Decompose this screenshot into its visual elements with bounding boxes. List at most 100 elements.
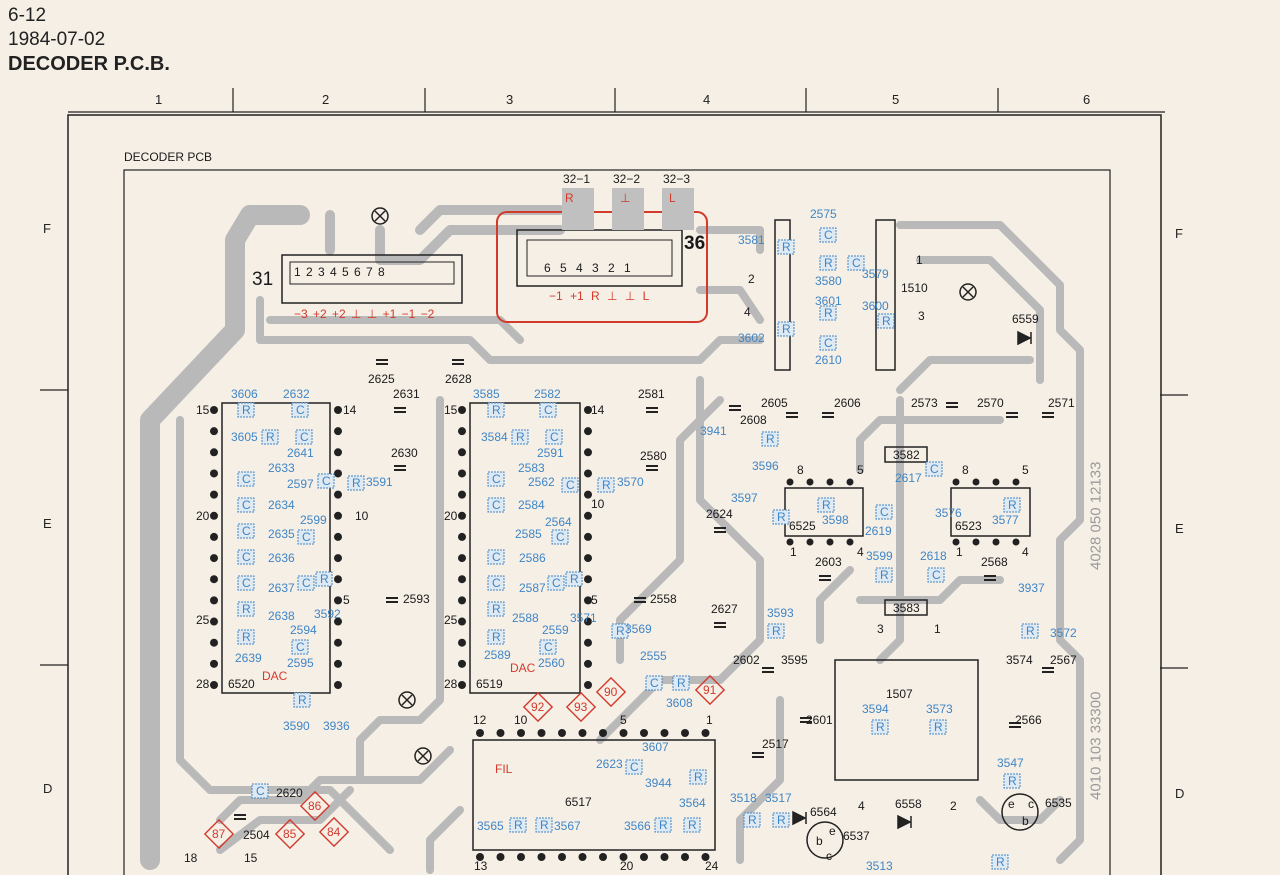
component-label: 3517 bbox=[765, 791, 792, 805]
ic-pin bbox=[334, 554, 342, 563]
component-label: 4 bbox=[858, 799, 865, 813]
mounting-hole-icon bbox=[398, 691, 416, 709]
ic-pin bbox=[334, 448, 342, 457]
ic-pin bbox=[619, 729, 628, 737]
component-label: 3607 bbox=[642, 740, 669, 754]
test-point-marker bbox=[694, 674, 726, 706]
component-label: 3583 bbox=[893, 601, 920, 615]
component-label: 15 bbox=[444, 403, 458, 417]
ic-pin bbox=[972, 478, 980, 486]
test-point-marker bbox=[565, 691, 597, 723]
component-label: 2589 bbox=[484, 648, 511, 662]
connector-36-pins: 6 5 4 3 2 1 bbox=[544, 261, 631, 275]
component-label: 5 bbox=[1022, 463, 1029, 477]
connector-31-signals: −3 +2 +2 ⊥ ⊥ +1 −1 −2 bbox=[294, 307, 435, 321]
component-label: 25 bbox=[444, 613, 458, 627]
capacitor-symbol bbox=[237, 523, 255, 539]
resistor-symbol bbox=[817, 497, 835, 513]
ic-pin bbox=[210, 469, 218, 478]
component-label: 12 bbox=[473, 713, 487, 727]
component-label: 2610 bbox=[815, 353, 842, 367]
ic-6519 bbox=[469, 402, 581, 694]
resistor-symbol bbox=[237, 629, 255, 645]
document-title: DECODER P.C.B. bbox=[8, 53, 170, 75]
resistor-symbol bbox=[487, 629, 505, 645]
ic-pin bbox=[952, 478, 960, 486]
component-label: 1 bbox=[790, 545, 797, 559]
symbol-letter: R bbox=[777, 510, 786, 524]
component-label: 10 bbox=[591, 497, 605, 511]
component-label: 3600 bbox=[862, 299, 889, 313]
test-point-label: 92 bbox=[531, 700, 545, 714]
capacitor-icon bbox=[234, 814, 246, 820]
connector-36-ref: 36 bbox=[684, 233, 705, 254]
component-label: 2584 bbox=[518, 498, 545, 512]
component-label: 3573 bbox=[926, 702, 953, 716]
component-label: 6537 bbox=[843, 829, 870, 843]
component-label: 2608 bbox=[740, 413, 767, 427]
mounting-hole-cross bbox=[401, 694, 413, 706]
component-label: 2560 bbox=[538, 656, 565, 670]
capacitor-icon bbox=[800, 717, 812, 723]
column-6: 6 bbox=[1083, 92, 1090, 107]
connector-36: 36 6 5 4 3 2 1 −1 +1 R ⊥ ⊥ L bbox=[516, 229, 705, 303]
ic-pin bbox=[458, 469, 466, 478]
symbol-letter: C bbox=[492, 550, 501, 564]
ic-pin bbox=[1012, 478, 1020, 486]
symbol-letter: C bbox=[492, 498, 501, 512]
component-label: 2566 bbox=[1015, 713, 1042, 727]
ic-pin bbox=[1012, 538, 1020, 546]
capacitor-symbol bbox=[561, 477, 579, 493]
symbol-letter: C bbox=[242, 498, 251, 512]
ic-pin bbox=[599, 853, 607, 861]
component-label: 2586 bbox=[519, 551, 546, 565]
row-f-left: F bbox=[43, 221, 51, 236]
symbol-letter: R bbox=[492, 602, 501, 616]
symbol-letter: R bbox=[492, 630, 501, 644]
symbol-letter: C bbox=[650, 676, 659, 690]
test-point-label: DAC bbox=[262, 669, 288, 683]
symbol-letter: R bbox=[782, 322, 791, 336]
capacitor-symbol bbox=[551, 529, 569, 545]
ic-pin bbox=[458, 681, 466, 689]
mounting-hole-icon bbox=[371, 207, 389, 225]
ic-pin bbox=[458, 554, 466, 563]
component-label: 2581 bbox=[638, 387, 665, 401]
component-label: 3518 bbox=[730, 791, 757, 805]
component-label: 2633 bbox=[268, 461, 295, 475]
component-label: 2625 bbox=[368, 372, 395, 386]
component-label: 6559 bbox=[1012, 312, 1039, 326]
resistor-symbol bbox=[772, 812, 790, 828]
board-code-lower: 4010 103 33300 bbox=[1088, 692, 1105, 800]
component-label: e bbox=[829, 824, 836, 838]
ic-pin bbox=[701, 853, 710, 861]
symbol-letter: C bbox=[552, 576, 561, 590]
symbol-letter: R bbox=[242, 630, 251, 644]
component-label: 3582 bbox=[893, 448, 920, 462]
component-label: 3584 bbox=[481, 430, 508, 444]
component-label: 2582 bbox=[534, 387, 561, 401]
ic-pin bbox=[334, 490, 342, 499]
ic-pin bbox=[584, 448, 592, 457]
component-label: 6517 bbox=[565, 795, 592, 809]
ic-pin bbox=[952, 538, 960, 546]
symbol-letter: R bbox=[492, 403, 501, 417]
component-label: 14 bbox=[591, 403, 605, 417]
ic-pin bbox=[458, 511, 466, 520]
connector-32: 32−1 32−2 32−3 R ⊥ L bbox=[562, 172, 694, 230]
ic-pin bbox=[584, 490, 592, 499]
connector-31-ref: 31 bbox=[252, 269, 273, 290]
ic-pin bbox=[458, 575, 466, 584]
capacitor-icon bbox=[376, 359, 388, 365]
row-d-left: D bbox=[43, 781, 52, 796]
diode-icon bbox=[792, 810, 807, 826]
capacitor-icon bbox=[394, 465, 406, 471]
component-label: 2588 bbox=[512, 611, 539, 625]
resistor-symbol bbox=[683, 817, 701, 833]
resistor-symbol bbox=[1003, 497, 1021, 513]
capacitor-symbol bbox=[297, 529, 315, 545]
ic-pin bbox=[599, 729, 607, 737]
symbol-letter: R bbox=[659, 818, 668, 832]
resistor-symbol bbox=[929, 719, 947, 735]
resistor-symbol bbox=[315, 571, 333, 587]
